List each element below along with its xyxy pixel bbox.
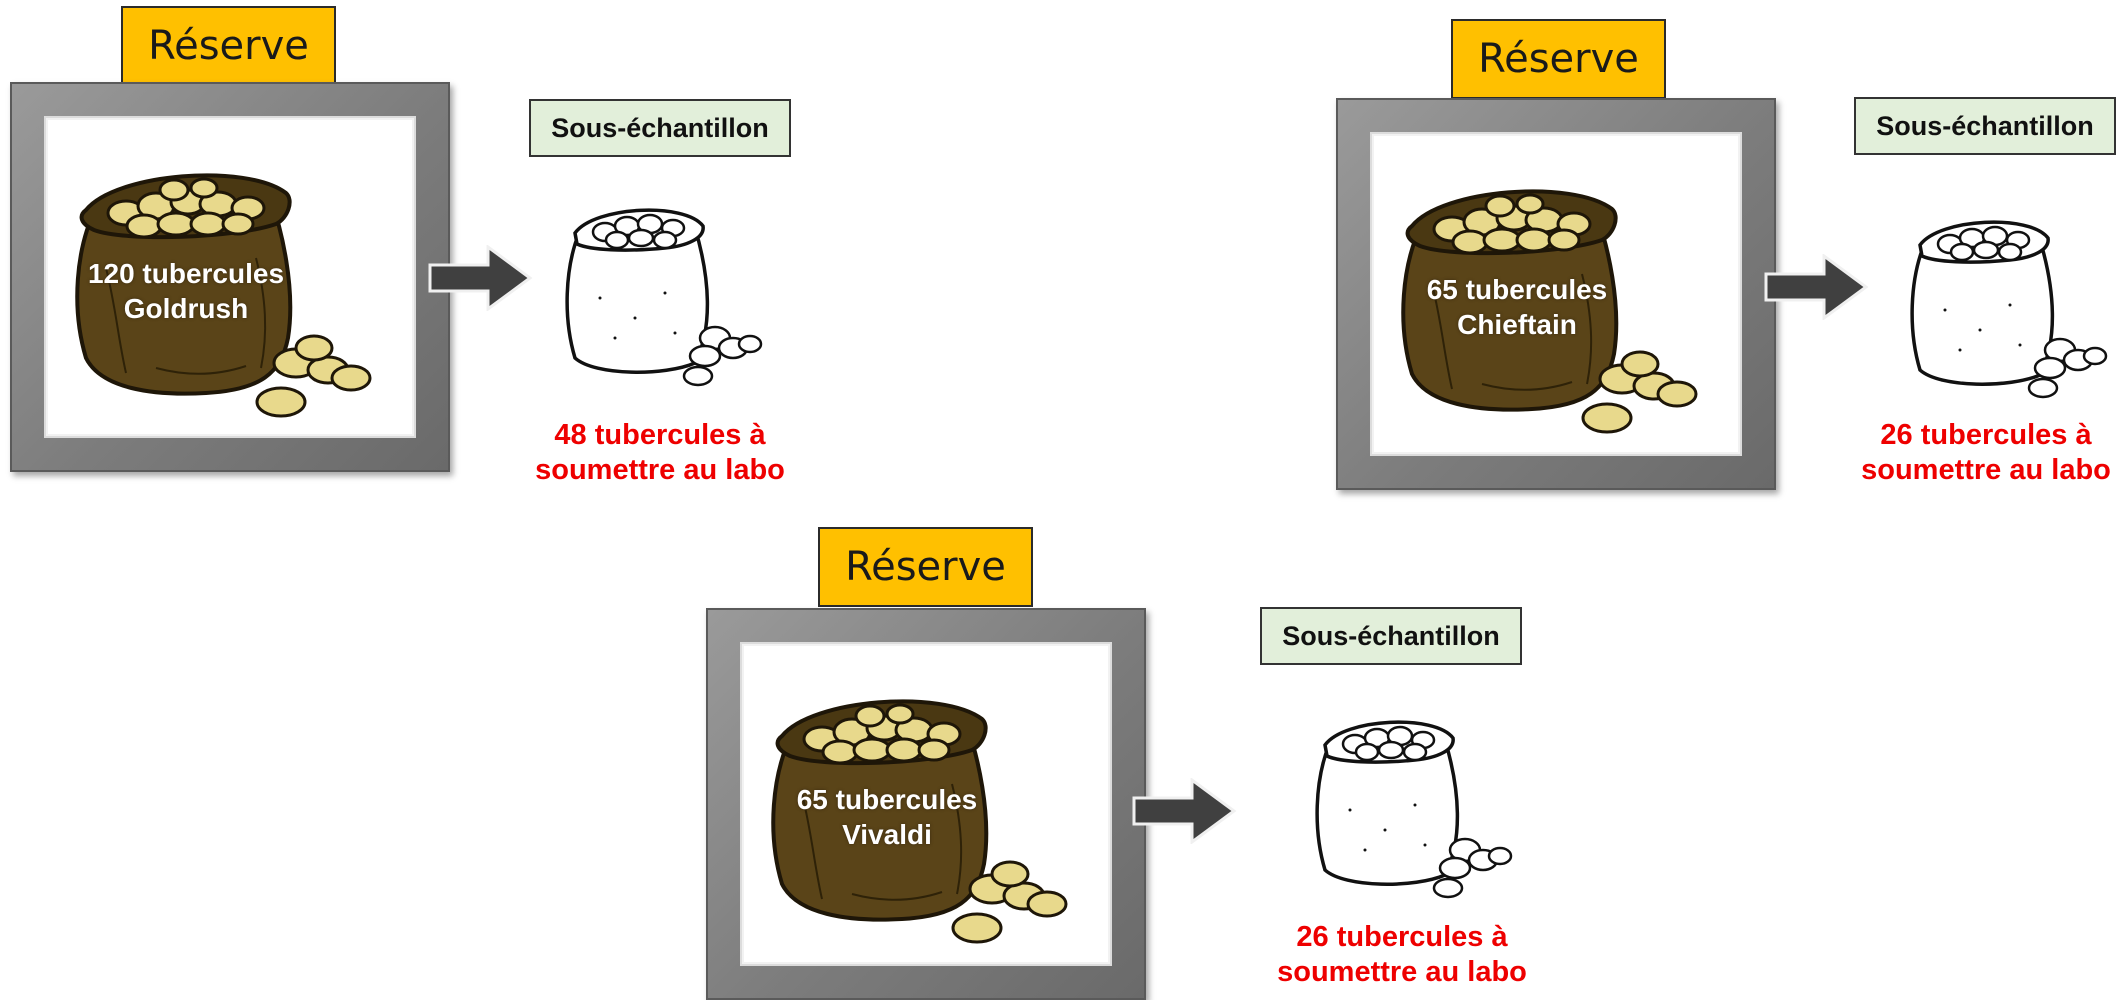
bag-label: 65 tubercules Vivaldi xyxy=(742,782,1032,852)
reserve-frame-inner: 120 tubercules Goldrush xyxy=(44,116,416,438)
reserve-frame-inner: 65 tubercules Chieftain xyxy=(1370,132,1742,456)
lab-sample-count: 48 tubercules à xyxy=(554,419,766,451)
sample-block-chieftain: Réserve xyxy=(1330,0,2128,500)
lab-sample-count: 26 tubercules à xyxy=(1296,921,1508,953)
reserve-frame: 65 tubercules Chieftain xyxy=(1336,98,1776,490)
lab-sample-text: 48 tubercules à soumettre au labo xyxy=(520,418,800,488)
sample-bag-icon xyxy=(565,208,763,387)
reserve-label: Réserve xyxy=(121,6,336,86)
bag-variety: Vivaldi xyxy=(842,819,932,850)
reserve-frame: 65 tubercules Vivaldi xyxy=(706,608,1146,1000)
sample-block-goldrush: Réserve xyxy=(0,0,800,500)
potato-sack-icon xyxy=(75,173,372,418)
lab-sample-text: 26 tubercules à soumettre au labo xyxy=(1262,920,1542,990)
reserve-frame-inner: 65 tubercules Vivaldi xyxy=(740,642,1112,966)
arrow-right-icon xyxy=(1132,778,1237,844)
bag-variety: Chieftain xyxy=(1457,309,1577,340)
reserve-label: Réserve xyxy=(818,527,1033,607)
reserve-frame: 120 tubercules Goldrush xyxy=(10,82,450,472)
bag-label: 120 tubercules Goldrush xyxy=(46,256,326,326)
bag-label: 65 tubercules Chieftain xyxy=(1372,272,1662,342)
lab-sample-text: 26 tubercules à soumettre au labo xyxy=(1846,418,2126,488)
reserve-label: Réserve xyxy=(1451,19,1666,99)
potato-sack-icon xyxy=(1401,189,1698,434)
bag-count: 65 tubercules xyxy=(1426,274,1608,305)
bag-count: 65 tubercules xyxy=(796,784,978,815)
sample-block-vivaldi: Réserve xyxy=(700,510,1580,1000)
sample-bag-icon xyxy=(1315,720,1513,899)
arrow-right-icon xyxy=(428,245,533,311)
lab-sample-count: 26 tubercules à xyxy=(1880,419,2092,451)
sample-bag-icon xyxy=(1910,220,2108,399)
subsample-label: Sous-échantillon xyxy=(529,99,791,157)
bag-count: 120 tubercules xyxy=(87,258,285,289)
arrow-right-icon xyxy=(1764,254,1869,320)
lab-sample-destination: soumettre au labo xyxy=(1861,454,2111,486)
potato-sack-icon xyxy=(771,699,1068,944)
lab-sample-destination: soumettre au labo xyxy=(535,454,785,486)
subsample-label: Sous-échantillon xyxy=(1854,97,2116,155)
lab-sample-destination: soumettre au labo xyxy=(1277,956,1527,988)
bag-variety: Goldrush xyxy=(123,293,249,324)
subsample-label: Sous-échantillon xyxy=(1260,607,1522,665)
